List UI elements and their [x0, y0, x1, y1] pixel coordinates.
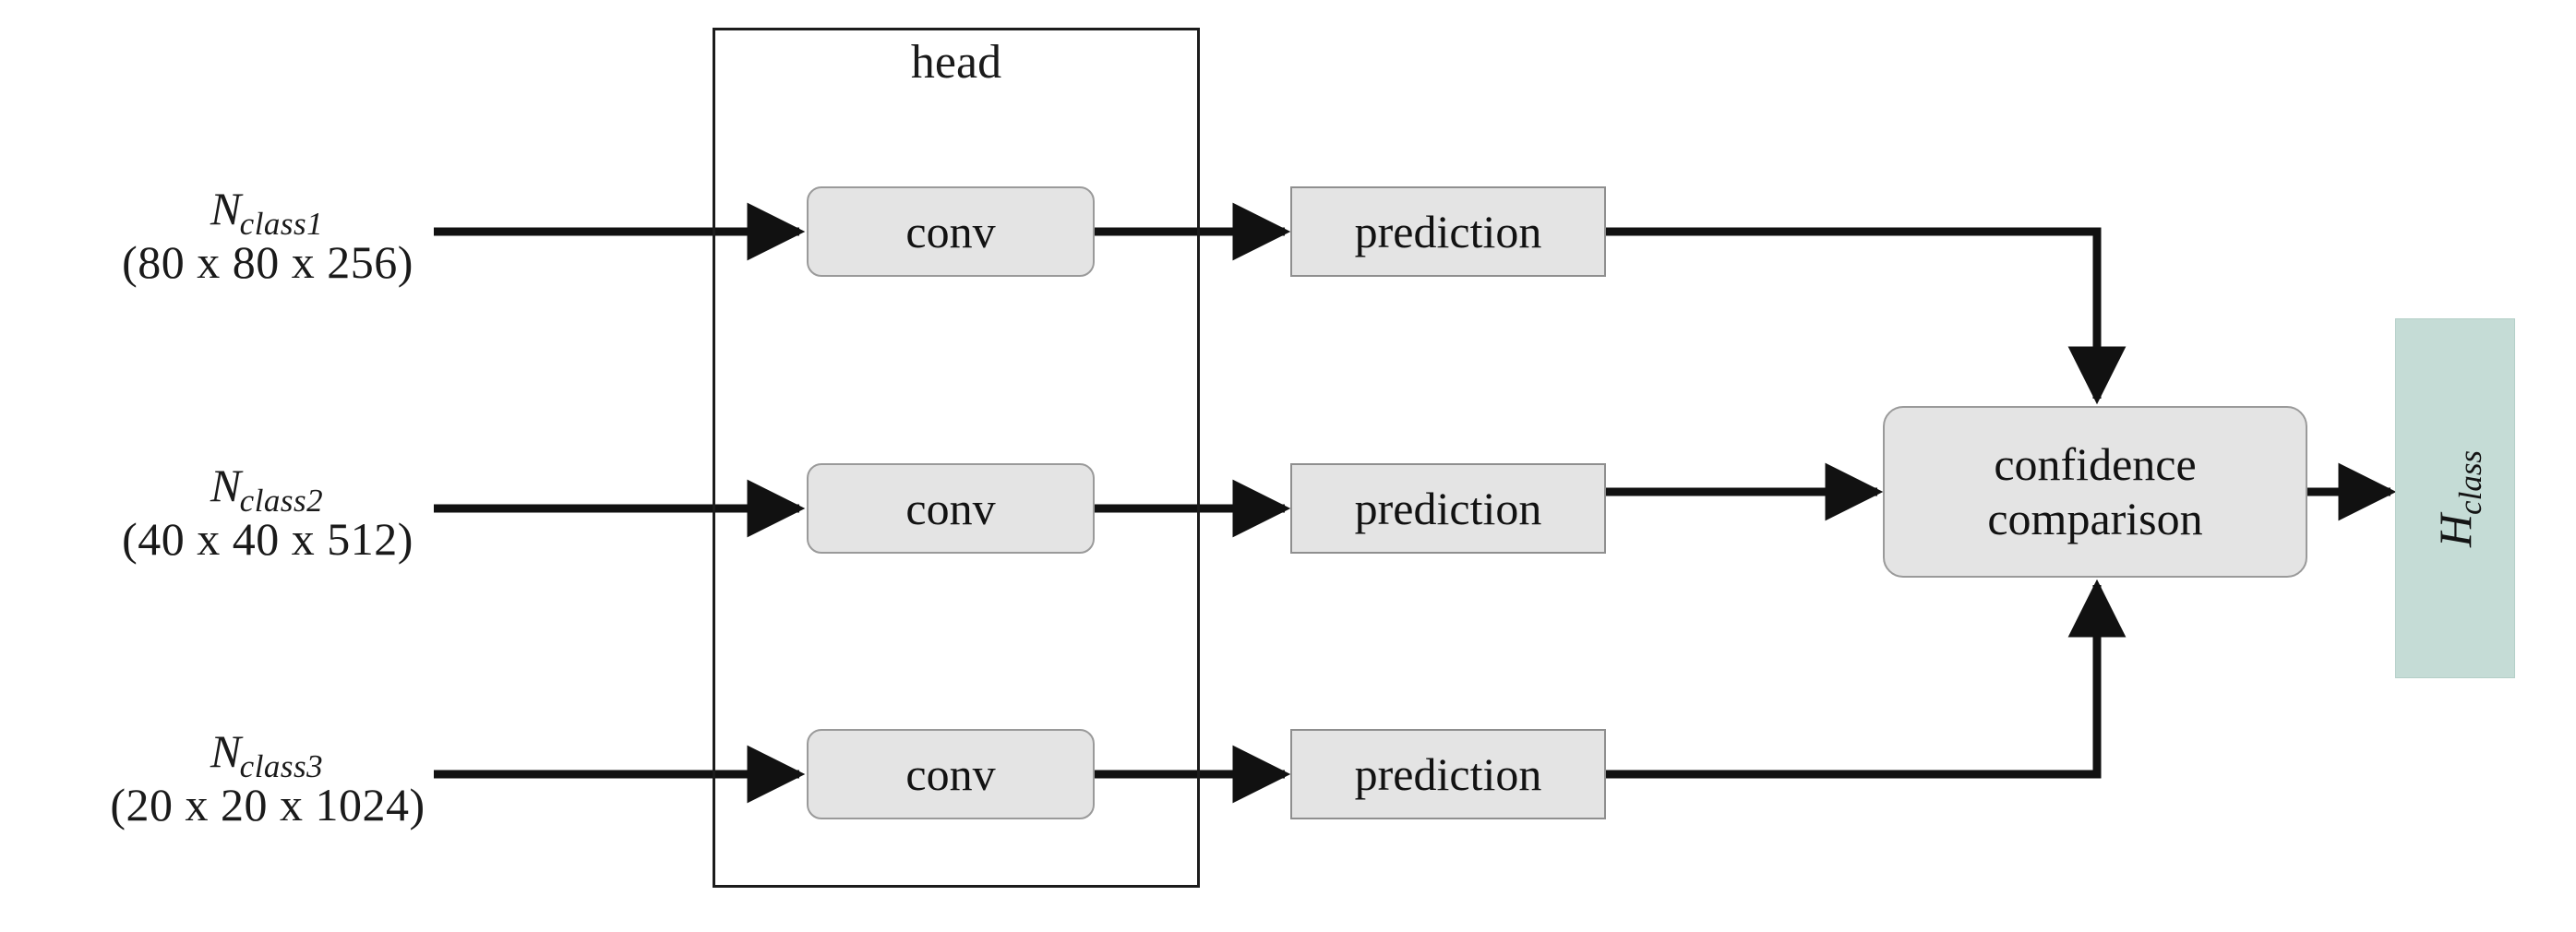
input-symbol-3: Nclass3: [210, 725, 324, 784]
input-label-2: Nclass2 (40 x 40 x 512): [102, 460, 434, 565]
conv-node-3[interactable]: conv: [807, 729, 1095, 819]
input-symbol-1: Nclass1: [210, 183, 324, 242]
output-node[interactable]: Hclass: [2395, 318, 2515, 678]
output-node-label: Hclass: [2428, 449, 2488, 548]
confidence-comparison-line-1: confidence: [1994, 438, 2197, 490]
head-container: [713, 28, 1200, 888]
input-dims-1: (80 x 80 x 256): [122, 236, 413, 288]
input-label-1: Nclass1 (80 x 80 x 256): [102, 183, 434, 288]
input-dims-3: (20 x 20 x 1024): [110, 779, 425, 830]
input-symbol-2: Nclass2: [210, 460, 324, 519]
confidence-comparison-node[interactable]: confidence comparison: [1883, 406, 2307, 578]
prediction-node-1[interactable]: prediction: [1290, 186, 1606, 277]
head-container-label: head: [910, 36, 1002, 89]
prediction-node-3[interactable]: prediction: [1290, 729, 1606, 819]
input-label-3: Nclass3 (20 x 20 x 1024): [102, 725, 434, 830]
prediction-node-2[interactable]: prediction: [1290, 463, 1606, 554]
conv-node-2[interactable]: conv: [807, 463, 1095, 554]
conv-node-1[interactable]: conv: [807, 186, 1095, 277]
input-dims-2: (40 x 40 x 512): [122, 513, 413, 565]
confidence-comparison-line-2: comparison: [1987, 493, 2203, 544]
